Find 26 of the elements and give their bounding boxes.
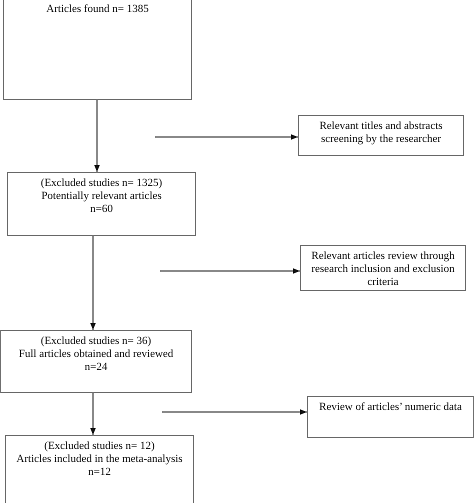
process-box <box>307 396 474 438</box>
box-text: n=12 <box>87 466 112 480</box>
arrow <box>90 236 96 330</box>
arrow <box>162 409 308 415</box>
arrow <box>154 134 298 140</box>
process-box <box>7 172 196 236</box>
box-text: Relevant articles review through research inclusion and exclusion criteria <box>310 250 456 290</box>
box-text: Full articles obtained and reviewed <box>18 348 174 362</box>
box-text: n=60 <box>89 203 114 217</box>
process-box <box>298 115 464 156</box>
box-text: Relevant titles and abstracts screening by the researcher <box>318 120 444 146</box>
box-text: Potentially relevant articles <box>40 190 163 204</box>
process-box <box>0 330 192 393</box>
box-text: Review of articles’ numeric data <box>318 401 463 414</box>
box-text: Articles included in the meta-analysis <box>15 453 184 466</box>
box-text: Articles found n= 1385 <box>45 3 150 16</box>
box-text: (Excluded studies n= 12) <box>43 440 156 454</box>
process-box <box>300 245 466 291</box>
process-box <box>3 0 192 100</box>
box-text: (Excluded studies n= 1325) <box>40 177 164 190</box>
arrow <box>90 392 96 436</box>
box-text: n=24 <box>84 361 108 375</box>
arrow <box>160 268 300 274</box>
box-text: (Excluded studies n= 36) <box>40 335 152 348</box>
process-box <box>5 435 194 503</box>
arrow <box>94 100 100 172</box>
